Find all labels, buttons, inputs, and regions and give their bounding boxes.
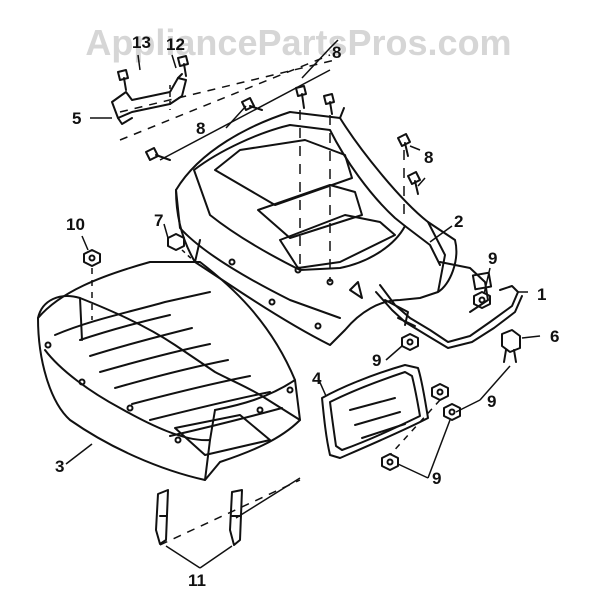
plate-part-4	[321, 364, 429, 459]
callout-5: 5	[72, 109, 81, 128]
lower-pan-part-3	[37, 261, 301, 481]
hood-cover-part-2	[175, 107, 458, 346]
callout-6: 6	[550, 327, 559, 346]
callout-7: 7	[154, 211, 163, 230]
callout-9-lower: 9	[432, 469, 441, 488]
callout-8-top: 8	[332, 43, 341, 62]
callout-4: 4	[312, 369, 322, 388]
callout-8-right: 8	[424, 148, 433, 167]
rod-part-1	[375, 261, 523, 349]
bracket-part-5	[111, 73, 187, 125]
callout-12: 12	[166, 35, 185, 54]
callout-8-left: 8	[196, 119, 205, 138]
nuts	[83, 233, 491, 471]
callout-9-mid: 9	[372, 351, 381, 370]
callout-3: 3	[55, 457, 64, 476]
callout-2: 2	[454, 212, 463, 231]
leader-lines	[65, 39, 541, 569]
callout-13: 13	[132, 33, 151, 52]
callout-9-upper: 9	[488, 249, 497, 268]
callout-1: 1	[537, 285, 546, 304]
callout-10: 10	[66, 215, 85, 234]
callout-11: 11	[188, 571, 206, 590]
callout-9-right: 9	[487, 392, 496, 411]
screws	[117, 55, 421, 195]
clips-part-11	[155, 489, 243, 546]
grommet-part-6	[501, 329, 521, 363]
